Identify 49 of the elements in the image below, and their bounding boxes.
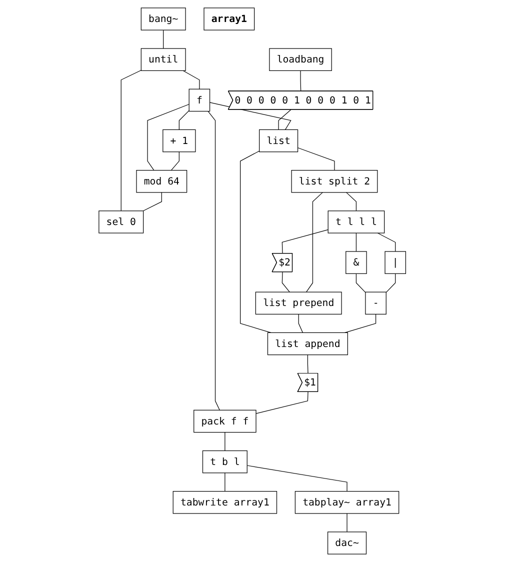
node-box: dac~ bbox=[328, 532, 367, 554]
connector bbox=[224, 472, 226, 492]
connector bbox=[121, 70, 142, 212]
connector bbox=[282, 272, 290, 292]
connector bbox=[143, 192, 162, 212]
connector bbox=[344, 314, 376, 333]
node-box: pack f f bbox=[194, 410, 256, 433]
connector bbox=[278, 109, 292, 130]
connector bbox=[386, 273, 396, 293]
node-box: t b l bbox=[202, 450, 248, 474]
connector bbox=[224, 432, 226, 452]
node-box: t l l l bbox=[328, 210, 385, 234]
connector bbox=[256, 392, 308, 414]
connector bbox=[346, 513, 348, 532]
node-box: tabplay~ array1 bbox=[295, 491, 400, 514]
node-box: sel 0 bbox=[98, 210, 144, 234]
connector bbox=[182, 70, 200, 90]
node-box: array1 bbox=[204, 8, 255, 30]
node-box: loadbang bbox=[269, 48, 332, 71]
connector bbox=[300, 70, 302, 92]
connector bbox=[298, 314, 304, 333]
connector bbox=[282, 229, 329, 254]
node-box: f bbox=[188, 88, 210, 112]
connector bbox=[356, 232, 357, 252]
node-box: + 1 bbox=[162, 129, 196, 152]
node-box: - bbox=[365, 292, 387, 315]
connector bbox=[163, 30, 164, 49]
connector bbox=[298, 147, 335, 171]
node-box: bang~ bbox=[141, 8, 186, 30]
connector bbox=[356, 273, 366, 293]
node-box: tabwrite array1 bbox=[173, 491, 278, 514]
connector bbox=[240, 150, 272, 333]
node-box: list split 2 bbox=[291, 170, 378, 193]
node-box: until bbox=[141, 48, 186, 71]
connector bbox=[346, 192, 357, 212]
node-box: | bbox=[384, 251, 406, 274]
connector bbox=[247, 465, 348, 492]
connector bbox=[171, 152, 180, 171]
connector bbox=[306, 192, 324, 292]
node-box: list append bbox=[268, 332, 348, 356]
connector bbox=[210, 102, 292, 130]
connector bbox=[377, 232, 396, 252]
node-box: list bbox=[259, 129, 298, 152]
node-box: & bbox=[346, 251, 368, 274]
connector bbox=[208, 110, 220, 410]
connector bbox=[147, 104, 190, 171]
connector bbox=[179, 110, 190, 130]
node-box: mod 64 bbox=[136, 170, 188, 193]
node-box: list prepend bbox=[256, 292, 342, 315]
